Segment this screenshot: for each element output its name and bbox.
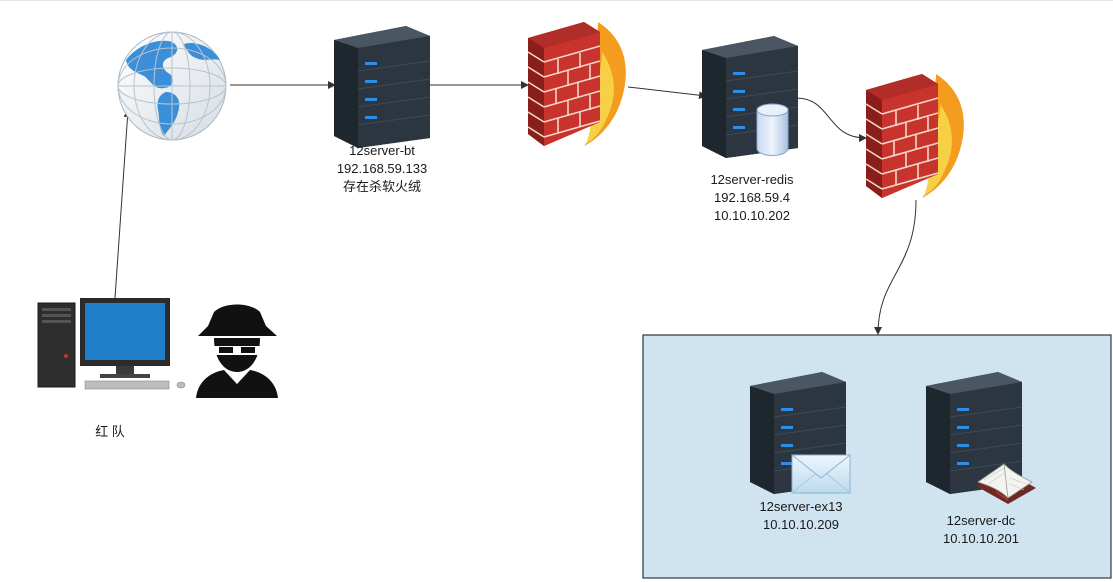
- server-redis-label: 12server-redis 192.168.59.4 10.10.10.202: [692, 171, 812, 225]
- server-bt-icon: [333, 25, 431, 149]
- red-team-label: 红 队: [80, 423, 140, 441]
- server-bt-name: 12server-bt: [349, 143, 415, 158]
- firewall-1-icon: [527, 21, 627, 147]
- globe-icon: [117, 31, 227, 141]
- server-redis-ip2: 10.10.10.202: [714, 208, 790, 223]
- server-redis-name: 12server-redis: [710, 172, 794, 187]
- internal-network-zone: [642, 334, 1112, 579]
- server-ex13-name: 12server-ex13: [759, 499, 843, 514]
- server-bt-note: 存在杀软火绒: [342, 179, 421, 194]
- edge-redis-firewall2: [795, 97, 867, 142]
- book-icon: [976, 463, 1036, 504]
- firewall-2-icon: [865, 73, 965, 199]
- desktop-computer-icon: [37, 298, 186, 390]
- server-ex13-label: 12server-ex13 10.10.10.209: [742, 498, 860, 534]
- server-dc-name: 12server-dc: [946, 513, 1016, 528]
- server-bt-label: 12server-bt 192.168.59.133 存在杀软火绒: [323, 142, 441, 196]
- server-redis-ip: 192.168.59.4: [714, 190, 790, 205]
- server-dc-label: 12server-dc 10.10.10.201: [922, 512, 1040, 548]
- edge-redteam-internet: [114, 109, 132, 299]
- edge-firewall1-redis: [627, 86, 707, 100]
- database-icon: [756, 103, 789, 156]
- connectors: [114, 81, 917, 335]
- server-dc-ip: 10.10.10.201: [943, 531, 1019, 546]
- server-ex13-ip: 10.10.10.209: [763, 517, 839, 532]
- mail-envelope-icon: [791, 454, 851, 494]
- edge-firewall2-zone: [874, 199, 917, 335]
- server-bt-ip: 192.168.59.133: [336, 161, 428, 176]
- top-divider: [0, 0, 1113, 1]
- red-team-text: 红 队: [95, 424, 125, 439]
- hacker-icon: [196, 304, 278, 398]
